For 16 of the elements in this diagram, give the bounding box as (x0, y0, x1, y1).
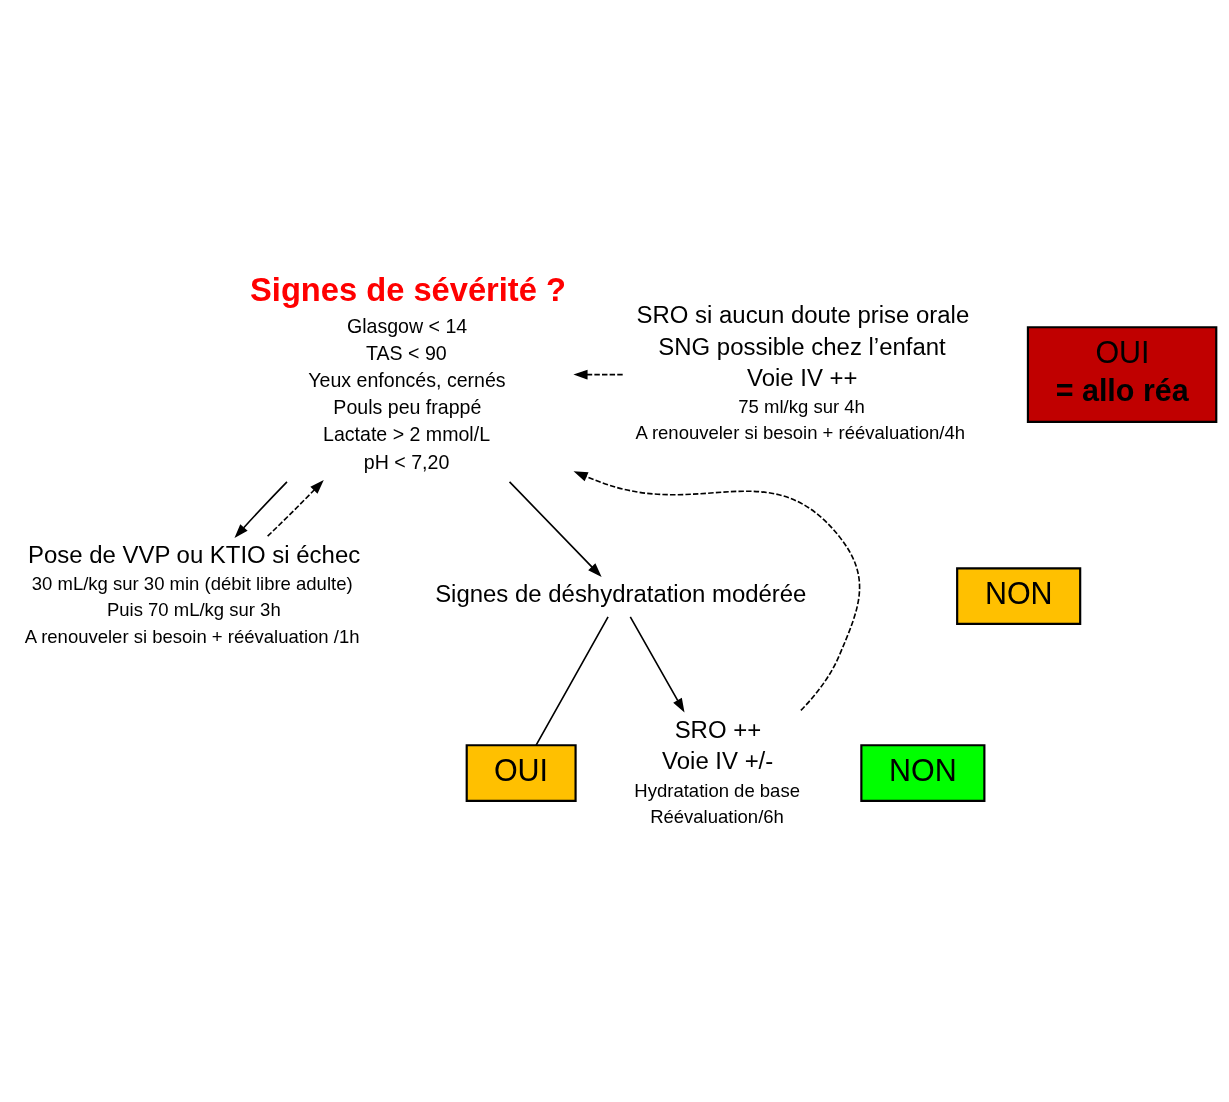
node-text: SRO si aucun doute prise orale SNG possible chez l’enfant Voie IV ++ 75 ml/kg sur 4h A renouveler si besoin + réévaluation/4h (635, 300, 970, 443)
node-box: NON (860, 743, 986, 802)
node-box: OUI = allo réa (1026, 325, 1218, 423)
arrow (629, 615, 685, 713)
node-box: NON (956, 566, 1082, 625)
arrow (234, 480, 288, 538)
node-text: Signes de déshydratation modérée (435, 579, 807, 607)
connector (535, 615, 609, 746)
arrow (573, 369, 624, 380)
arrow (266, 479, 324, 537)
node-text: Signes de sévérité ? Glasgow < 14 TAS < 90 Yeux enfoncés, cernés Pouls peu frappé Lactate > 2 mmol/L pH < 7,20 (250, 270, 566, 473)
arrow (573, 470, 861, 711)
node-text: SRO ++ Voie IV +/- Hydratation de base Réévaluation/6h (634, 715, 800, 827)
arrow (508, 480, 602, 577)
node-box: OUI (465, 743, 577, 802)
node-text: Pose de VVP ou KTIO si échec 30 mL/kg sur 30 min (débit libre adulte) Puis 70 mL/kg sur 3h A renouveler si besoin + réévaluation /1h (24, 540, 361, 647)
